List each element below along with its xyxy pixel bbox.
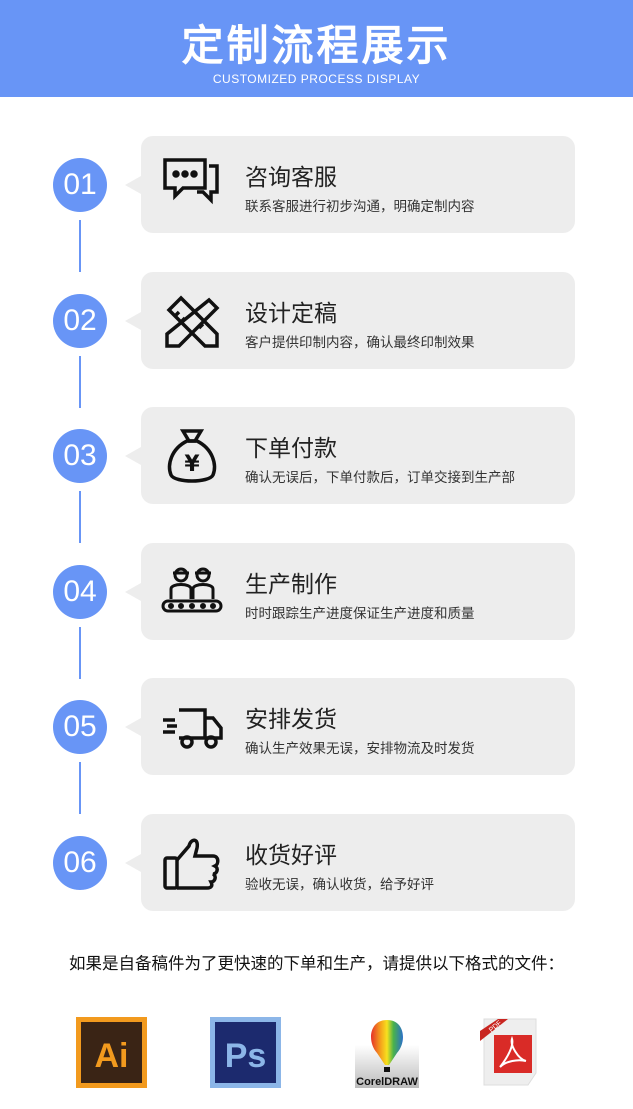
svg-text:¥: ¥ — [184, 452, 200, 477]
delivery-truck-icon — [161, 696, 223, 758]
process-step: 01 咨询客服 联系客服进行初步沟通，明确定制内容 — [0, 136, 633, 234]
step-number-badge: 06 — [53, 836, 107, 890]
step-card: 收货好评 验收无误，确认收货，给予好评 — [125, 814, 575, 911]
svg-text:Ps: Ps — [225, 1037, 267, 1075]
process-step: 03 ¥ 下单付款 确认无误后，下单付款后，订单交接到生产部 — [0, 407, 633, 505]
page-subtitle: CUSTOMIZED PROCESS DISPLAY — [212, 72, 421, 86]
step-title: 咨询客服 — [245, 165, 337, 191]
step-card: ¥ 下单付款 确认无误后，下单付款后，订单交接到生产部 — [125, 407, 575, 505]
coreldraw-logo: CorelDRAW — [355, 1020, 419, 1088]
process-step: 05 安排发货 确认生产效果无误，安排物流及时发货 — [0, 678, 633, 776]
timeline-connector — [79, 491, 81, 544]
step-description: 确认生产效果无误，安排物流及时发货 — [245, 741, 475, 758]
step-title: 下单付款 — [245, 436, 337, 463]
step-title: 设计定稿 — [245, 300, 337, 327]
pdf-file-logo: PDF — [480, 1018, 537, 1086]
step-description: 联系客服进行初步沟通，明确定制内容 — [245, 199, 475, 215]
step-number-badge: 03 — [53, 429, 107, 484]
page-title: 定制流程展示 — [181, 21, 452, 70]
step-title: 安排发货 — [245, 707, 337, 734]
timeline-connector — [79, 626, 81, 679]
workers-conveyor-icon — [161, 561, 223, 623]
timeline-connector — [79, 355, 81, 408]
step-card: 设计定稿 客户提供印制内容，确认最终印制效果 — [125, 271, 575, 369]
process-step: 02 设计定稿 客户提供印制内容，确认最终印制效果 — [0, 271, 633, 370]
process-step: 06 收货好评 验收无误，确认收货，给予好评 — [0, 814, 633, 912]
svg-text:Ai: Ai — [95, 1037, 129, 1075]
money-bag-icon: ¥ — [161, 425, 223, 487]
step-card: 生产制作 时时跟踪生产进度保证生产进度和质量 — [125, 542, 575, 640]
svg-text:CorelDRAW: CorelDRAW — [356, 1076, 418, 1088]
timeline-connector — [79, 762, 81, 815]
file-format-note: 如果是自备稿件为了更快速的下单和生产，请提供以下格式的文件： — [69, 954, 564, 973]
step-title: 生产制作 — [245, 571, 337, 598]
step-description: 时时跟踪生产进度保证生产进度和质量 — [245, 605, 475, 622]
header-banner: 定制流程展示 CUSTOMIZED PROCESS DISPLAY — [0, 0, 633, 97]
process-step: 04 生产制作 时时跟踪生产进度保证生产进度和质量 — [0, 542, 633, 641]
step-number-badge: 01 — [53, 158, 107, 212]
timeline-connector — [79, 220, 81, 272]
illustrator-logo: Ai — [76, 1017, 147, 1088]
pencil-ruler-icon — [161, 290, 223, 352]
photoshop-logo: Ps — [210, 1017, 281, 1088]
step-description: 客户提供印制内容，确认最终印制效果 — [245, 334, 475, 351]
step-number-badge: 02 — [53, 293, 107, 348]
step-description: 验收无误，确认收货，给予好评 — [245, 877, 434, 893]
step-title: 收货好评 — [245, 843, 337, 869]
step-card: 安排发货 确认生产效果无误，安排物流及时发货 — [125, 678, 575, 776]
step-card: 咨询客服 联系客服进行初步沟通，明确定制内容 — [125, 136, 575, 233]
step-description: 确认无误后，下单付款后，订单交接到生产部 — [245, 470, 515, 487]
step-number-badge: 05 — [53, 700, 107, 755]
chat-bubbles-icon — [161, 154, 223, 216]
thumbs-up-icon — [161, 832, 223, 894]
step-number-badge: 04 — [53, 564, 107, 619]
